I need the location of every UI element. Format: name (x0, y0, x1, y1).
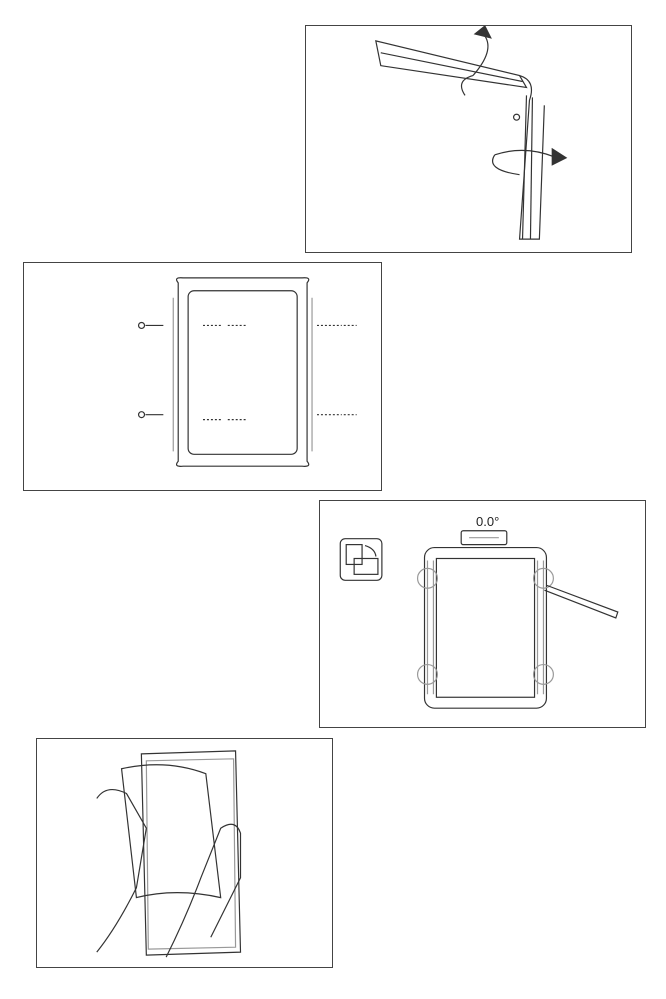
photo-rotate-icon (339, 538, 383, 581)
rotate-arrow-icon (492, 147, 568, 176)
left-hand-icon (96, 788, 147, 953)
right-hand-icon (165, 823, 242, 958)
step-1-open-frame-corner-panel (305, 25, 632, 253)
wall-mount-illustration (137, 277, 357, 467)
level-frame-illustration (339, 530, 619, 709)
pencil-icon (544, 584, 619, 619)
insert-poster-illustration (96, 750, 242, 958)
step-3-level-frame-panel: 0.0° (319, 500, 646, 728)
frame-corner-illustration (375, 26, 568, 240)
step-2-screw-frame-panel (23, 262, 382, 491)
level-reading: 0.0° (476, 514, 500, 529)
step-4-insert-poster-panel (36, 738, 333, 968)
rotate-arrow-icon (460, 26, 492, 96)
screw-icon (137, 321, 357, 421)
